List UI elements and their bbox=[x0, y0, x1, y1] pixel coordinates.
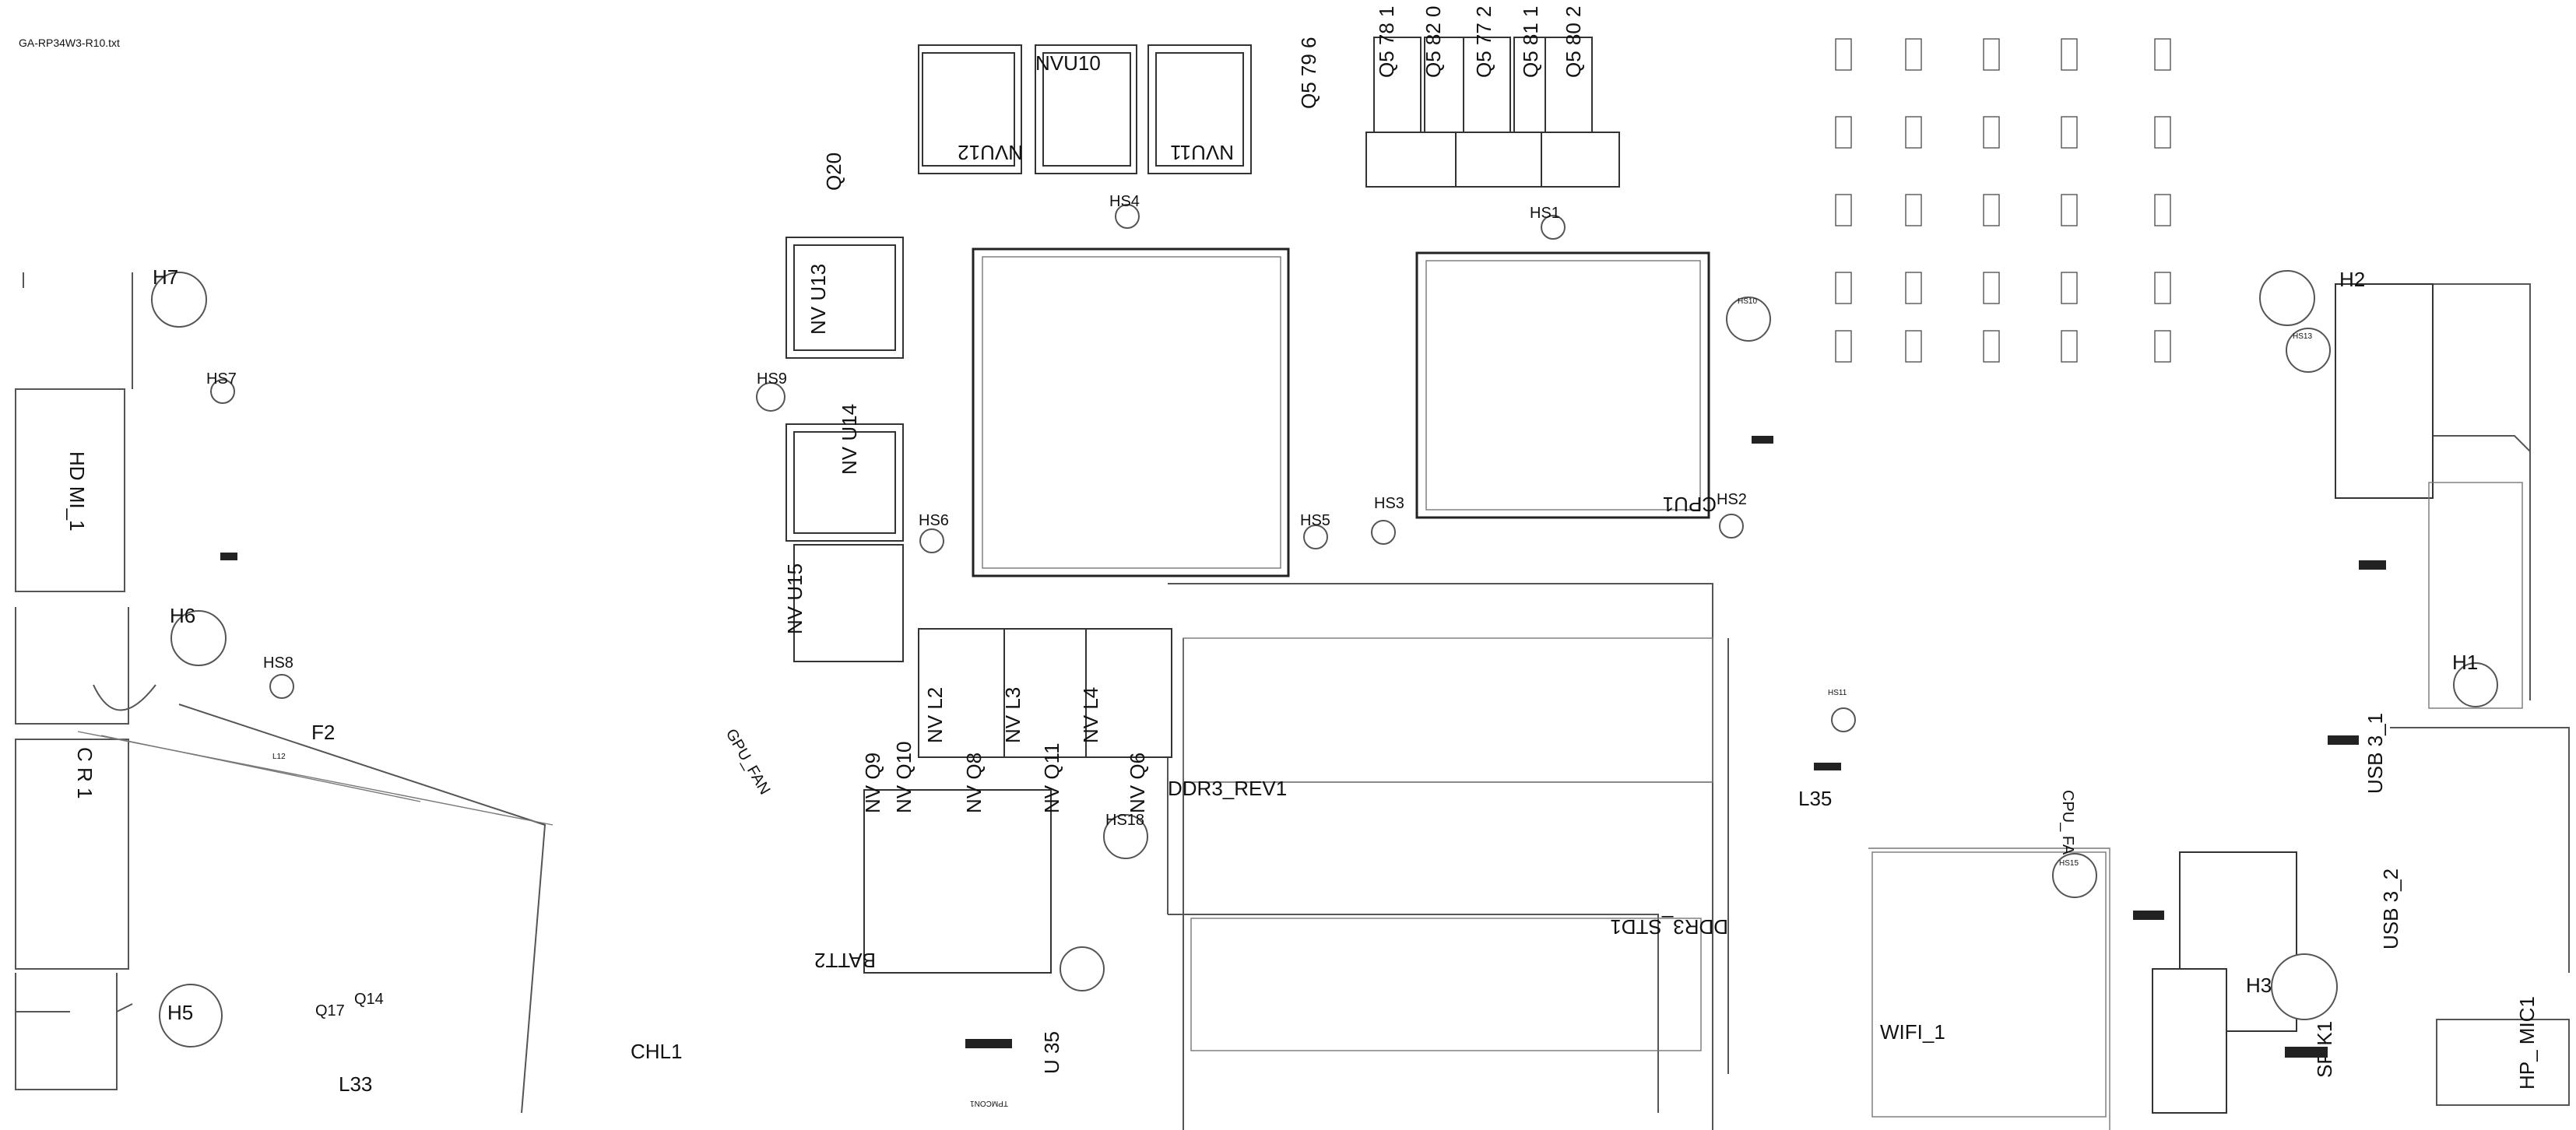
hs1-label: HS1 bbox=[1530, 205, 1560, 222]
svg-text:NV Q8: NV Q8 bbox=[962, 753, 986, 813]
q17-label: Q17 bbox=[315, 1002, 345, 1019]
tpmcon1-label: TPMCON1 bbox=[970, 1099, 1008, 1107]
gpu-power-stage bbox=[863, 628, 1172, 974]
h6-label: H6 bbox=[170, 604, 195, 627]
svg-text:Q5 80 2 L: Q5 80 2 L bbox=[1562, 0, 1585, 78]
svg-text:NV U13: NV U13 bbox=[807, 264, 830, 335]
h3-label: H3 bbox=[2246, 974, 2272, 997]
wifi-1-label: WIFI_1 bbox=[1880, 1020, 1945, 1044]
svg-text:NV Q11: NV Q11 bbox=[1040, 742, 1063, 813]
hdmi1-label: HD MI_1 bbox=[65, 451, 89, 532]
l33-label: L33 bbox=[339, 1072, 372, 1096]
ddr3-slot bbox=[1167, 637, 1729, 1074]
h5-label: H5 bbox=[167, 1001, 193, 1024]
q14-label: Q14 bbox=[354, 991, 384, 1008]
hs18-label: HS18 bbox=[1105, 812, 1144, 829]
ddr3-std1-label: DDR3_STD1 bbox=[1610, 915, 1728, 939]
svg-text:Q5 77 2 L: Q5 77 2 L bbox=[1472, 0, 1495, 78]
svg-text:NV U14: NV U14 bbox=[838, 404, 861, 475]
batt2-label: BATT2 bbox=[814, 949, 876, 972]
chl1-label: CHL1 bbox=[631, 1040, 682, 1063]
svg-text:NV L4: NV L4 bbox=[1079, 687, 1102, 743]
hs2-label: HS2 bbox=[1717, 491, 1747, 508]
file-name-label: GA-RP34W3-R10.txt bbox=[19, 37, 120, 49]
thermal-pad-grid bbox=[1835, 38, 2171, 363]
usb3-1-label: USB 3_1 bbox=[2363, 713, 2387, 794]
hs8-label: HS8 bbox=[263, 654, 293, 672]
hs11-label: HS11 bbox=[1828, 689, 1847, 697]
nvu11-label: NVU11 bbox=[1170, 141, 1234, 164]
svg-text:NV Q6: NV Q6 bbox=[1126, 753, 1149, 813]
svg-text:NV L2: NV L2 bbox=[923, 687, 947, 743]
svg-text:NV Q10: NV Q10 bbox=[892, 742, 915, 814]
mounting-hole-icon bbox=[151, 204, 2498, 1048]
cpu-socket bbox=[1415, 251, 1710, 519]
svg-text:Q5 78 1 L: Q5 78 1 L bbox=[1375, 0, 1398, 78]
inductor-bank bbox=[1365, 37, 1620, 188]
svg-text:NV L3: NV L3 bbox=[1001, 687, 1024, 743]
ddr3-rev1-label: DDR3_REV1 bbox=[1168, 777, 1287, 800]
f2-label: F2 bbox=[311, 721, 335, 744]
q20-label: Q20 bbox=[822, 153, 845, 191]
usb3-2-label: USB 3_2 bbox=[2379, 869, 2402, 949]
h1-label: H1 bbox=[2452, 651, 2478, 674]
ic-package-icon bbox=[918, 44, 1252, 174]
gpu-fan-label: GPU_FAN bbox=[722, 726, 774, 798]
l12-label: L12 bbox=[272, 753, 286, 761]
hs10-label: HS10 bbox=[1738, 297, 1757, 306]
hs6-label: HS6 bbox=[919, 512, 949, 529]
wifi-module bbox=[1871, 851, 2107, 1118]
svg-text:NV U15: NV U15 bbox=[783, 563, 807, 634]
u35-label: U 35 bbox=[1040, 1031, 1063, 1074]
h2-label: H2 bbox=[2339, 268, 2365, 291]
svg-text:Q5 79 6: Q5 79 6 bbox=[1297, 37, 1320, 109]
hs15-label: HS15 bbox=[2059, 859, 2079, 868]
svg-text:NV Q9: NV Q9 bbox=[861, 753, 884, 813]
svg-text:Q5 81 1: Q5 81 1 bbox=[1519, 5, 1542, 78]
cpu1-label: CPU1 bbox=[1663, 493, 1717, 516]
l35-label: L35 bbox=[1798, 787, 1832, 810]
hs4-label: HS4 bbox=[1109, 193, 1140, 210]
svg-text:Q5 82 0: Q5 82 0 bbox=[1422, 5, 1445, 78]
ic-package-icon bbox=[785, 237, 904, 662]
nvu10-label: NVU10 bbox=[1035, 51, 1101, 75]
hs13-label: HS13 bbox=[2293, 332, 2312, 341]
hp-mic1-label: HP_ MIC1 bbox=[2515, 996, 2539, 1090]
hs3-label: HS3 bbox=[1374, 495, 1404, 512]
smd-pad-icon bbox=[220, 436, 2386, 1058]
h7-label: H7 bbox=[153, 265, 178, 289]
hs7-label: HS7 bbox=[206, 370, 237, 388]
nvu12-label: NVU12 bbox=[958, 141, 1023, 164]
hs5-label: HS5 bbox=[1300, 512, 1330, 529]
board-outline bbox=[15, 272, 2570, 1130]
gpu-die bbox=[972, 247, 1290, 577]
hs9-label: HS9 bbox=[757, 370, 787, 388]
cr1-label: C R 1 bbox=[73, 747, 97, 798]
